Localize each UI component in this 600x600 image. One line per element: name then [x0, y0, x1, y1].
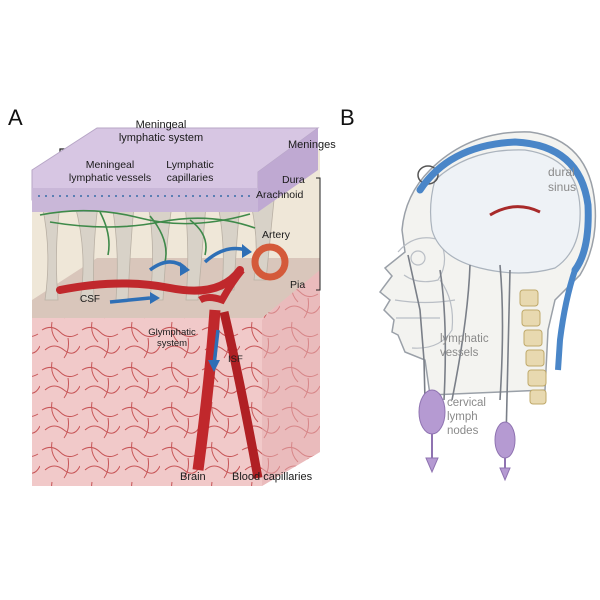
artery [56, 243, 289, 479]
lymph-node-1 [418, 389, 446, 435]
brain-side-face [262, 262, 320, 486]
jugular-vein [555, 269, 578, 371]
label-dural-sinus-1: dural [548, 165, 575, 179]
label-dura: Dura [282, 174, 305, 186]
label-meningeal-lymphatic-system-2: lymphatic system [119, 132, 203, 144]
lymph-node-2 [494, 421, 516, 459]
label-meningeal-lymphatic-vessels-2: lymphatic vessels [69, 172, 151, 184]
dural-sinus [416, 138, 592, 274]
panel-a-letter: A [8, 105, 23, 130]
label-cervical-lymph-nodes-1: cervical [447, 397, 486, 409]
label-lymphatic-vessels-1: lymphatic [440, 333, 489, 345]
label-artery: Artery [262, 229, 291, 241]
label-arachnoid: Arachnoid [256, 189, 303, 201]
spine [519, 289, 547, 405]
dura-side [258, 128, 318, 212]
penetrating-artery [192, 309, 221, 471]
csf-arrowheads [150, 244, 252, 372]
panel-b: B [340, 105, 597, 482]
brain-structure [489, 205, 541, 217]
label-lymphatic-vessels-2: vessels [440, 347, 479, 359]
label-dural-sinus-2: sinus [548, 180, 576, 194]
penetrating-vessel [219, 310, 263, 479]
csf-arrow-1 [109, 296, 151, 304]
panel-a-labels: Meningeal lymphatic system Meningeal lym… [69, 119, 336, 483]
label-isf: ISF [228, 354, 243, 365]
lymphatic-vessels-network [407, 254, 511, 441]
label-meningeal-lymphatic-vessels-1: Meningeal [86, 159, 134, 171]
label-blood-capillaries: Blood capillaries [232, 471, 313, 483]
label-lymphatic-capillaries-2: capillaries [167, 172, 214, 184]
meninges-bracket [316, 177, 321, 291]
dura-front [32, 188, 258, 212]
cervical-lymph-nodes [418, 389, 516, 482]
label-lymphatic-capillaries-1: Lymphatic [166, 159, 213, 171]
panel-b-labels: dural sinus lymphatic vessels cervical l… [440, 165, 576, 437]
glymphatic-arrow [212, 329, 220, 366]
panel-a: A [8, 105, 336, 486]
label-glymphatic-system-2: system [157, 338, 187, 349]
arachnoid-trabeculae [41, 199, 275, 301]
brain-outline [429, 149, 581, 274]
label-csf: CSF [80, 294, 100, 305]
dura-layer [31, 127, 320, 212]
artery-cross-section [251, 243, 289, 281]
label-brain: Brain [180, 471, 206, 483]
label-cervical-lymph-nodes-3: nodes [447, 425, 479, 437]
label-meningeal-lymphatic-system-1: Meningeal [136, 119, 187, 131]
label-cervical-lymph-nodes-2: lymph [447, 411, 478, 423]
meningeal-lymphatic-vessels [39, 209, 256, 263]
skull [394, 237, 456, 349]
panel-b-letter: B [340, 105, 355, 130]
label-glymphatic-system-1: Glymphatic [148, 327, 196, 338]
label-meninges: Meninges [288, 139, 336, 151]
label-pia: Pia [290, 279, 305, 291]
